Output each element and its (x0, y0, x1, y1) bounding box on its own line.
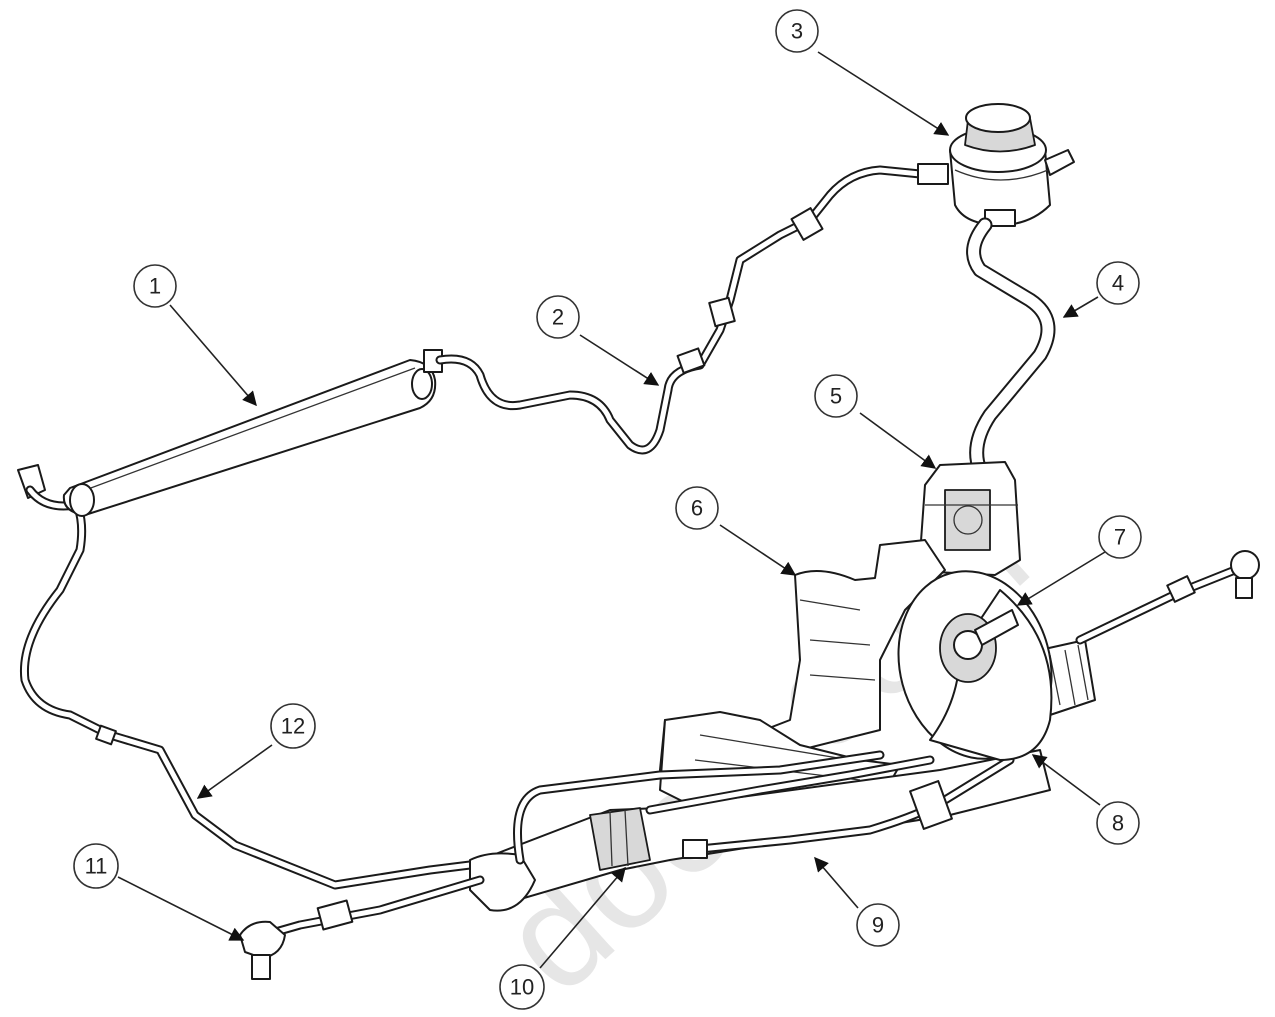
return-pipe (17, 464, 475, 890)
callout-1: 1 (133, 264, 177, 308)
callout-8: 8 (1096, 801, 1140, 845)
callout-11: 11 (73, 843, 119, 889)
callout-label: 7 (1114, 525, 1126, 550)
leader-lines (117, 51, 1106, 969)
callout-2: 2 (536, 295, 580, 339)
left-tie-rod (239, 875, 485, 980)
callout-label: 5 (830, 384, 842, 409)
callout-6: 6 (675, 486, 719, 530)
callout-10: 10 (499, 964, 545, 1010)
callout-label: 3 (791, 19, 803, 44)
callout-label: 10 (510, 975, 534, 1000)
callout-label: 4 (1112, 271, 1124, 296)
fluid-reservoir (949, 103, 1075, 227)
fluid-cooler (62, 349, 443, 517)
callout-7: 7 (1098, 515, 1142, 559)
pinion-boot (897, 570, 1053, 761)
callout-label: 1 (149, 274, 161, 299)
supply-hose (435, 163, 949, 455)
callout-5: 5 (814, 374, 858, 418)
pressure-lines (513, 750, 1015, 865)
right-tie-rod (1075, 550, 1260, 645)
callout-label: 6 (691, 496, 703, 521)
callout-label: 2 (552, 305, 564, 330)
callout-4: 4 (1096, 261, 1140, 305)
callout-label: 12 (281, 714, 305, 739)
steering-rack (469, 639, 1096, 912)
pump-valve (919, 461, 1021, 576)
callout-label: 11 (85, 854, 108, 879)
callout-label: 9 (872, 913, 884, 938)
callout-3: 3 (775, 9, 819, 53)
pump-feed-hose (966, 217, 1056, 528)
callout-9: 9 (856, 903, 900, 947)
callout-12: 12 (270, 703, 316, 749)
callout-label: 8 (1112, 811, 1124, 836)
